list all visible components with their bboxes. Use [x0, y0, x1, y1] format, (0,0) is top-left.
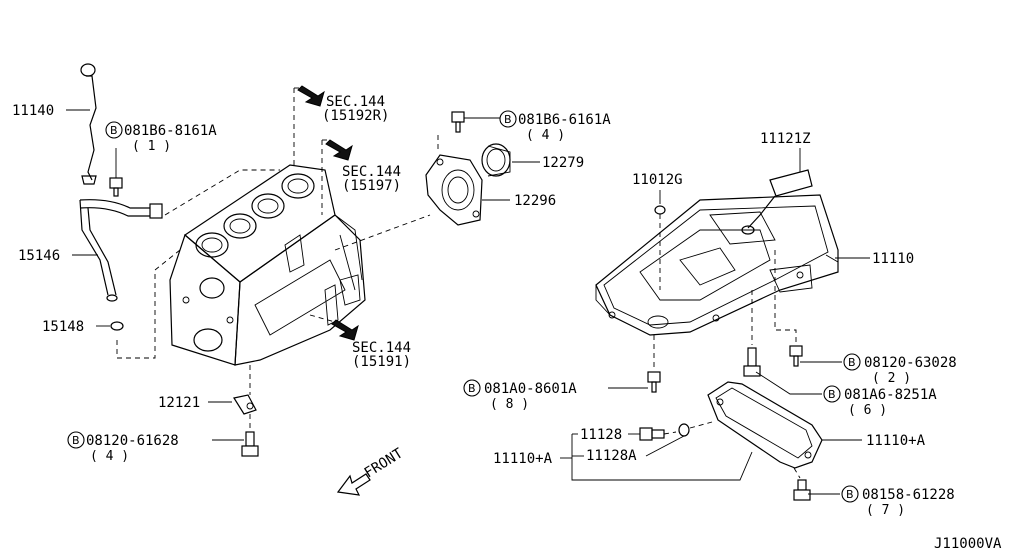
qty-7: ( 7 ): [866, 503, 905, 518]
qty-4b: ( 4 ): [90, 449, 129, 464]
label-sec144-b-ref: (15197): [342, 178, 401, 194]
qty-2: ( 2 ): [872, 371, 911, 386]
label-081B6-6161A: 081B6-6161A: [518, 112, 611, 128]
bolt-081B6-6161A[interactable]: [451, 111, 465, 133]
seal-retainer-12296[interactable]: [425, 154, 483, 226]
bolt-marker-icon: B: [843, 353, 861, 371]
bolt-marker-icon: B: [841, 485, 859, 503]
qty-4a: ( 4 ): [526, 128, 565, 143]
bolt-marker-icon: B: [105, 121, 123, 139]
label-08158-61228: 08158-61228: [862, 487, 955, 503]
label-sec144-a-ref: (15192R): [322, 108, 389, 124]
label-11110A-right: 11110+A: [866, 433, 926, 449]
svg-text:B: B: [504, 113, 512, 126]
label-11140: 11140: [12, 103, 54, 119]
bolt-marker-icon: B: [463, 379, 481, 397]
cylinder-block[interactable]: [169, 164, 366, 366]
svg-text:B: B: [828, 388, 836, 401]
dipstick-tube-15146[interactable]: [79, 199, 163, 302]
bolt-marker-icon: B: [823, 385, 841, 403]
label-front: FRONT: [362, 445, 407, 481]
svg-text:B: B: [846, 488, 854, 501]
svg-text:B: B: [848, 356, 856, 369]
washer-11128A[interactable]: [678, 423, 690, 437]
label-081A0-8601A: 081A0-8601A: [484, 381, 577, 397]
front-arrow-icon: [336, 473, 371, 496]
oil-seal-12279[interactable]: [481, 143, 511, 177]
drain-plug-11128[interactable]: [639, 427, 665, 441]
label-11110A-left: 11110+A: [493, 451, 553, 467]
oil-pan-upper-11110[interactable]: [595, 194, 839, 336]
bolt-08120-63028[interactable]: [789, 345, 803, 367]
bolt-marker-icon: B: [499, 110, 517, 128]
label-sec144-a[interactable]: SEC.144: [326, 94, 385, 110]
qty-8: ( 8 ): [490, 397, 529, 412]
arrow-icon: [331, 319, 359, 341]
label-12279: 12279: [542, 155, 584, 171]
label-11110: 11110: [872, 251, 914, 267]
qty-1: ( 1 ): [132, 139, 171, 154]
bolt-08120-61628[interactable]: [241, 431, 259, 457]
arrow-icon: [297, 85, 325, 107]
oil-strainer-11121Z[interactable]: [741, 169, 813, 235]
svg-text:B: B: [72, 434, 80, 447]
bolt-081A6-8251A[interactable]: [743, 347, 761, 377]
bolt-081B6-8161A[interactable]: [109, 177, 123, 197]
dipstick-11140[interactable]: [80, 63, 97, 185]
gasket-11012G[interactable]: [654, 205, 666, 215]
label-11012G: 11012G: [632, 172, 683, 188]
svg-text:B: B: [468, 382, 476, 395]
qty-6: ( 6 ): [848, 403, 887, 418]
label-sec144-b[interactable]: SEC.144: [342, 164, 401, 180]
label-11128: 11128: [580, 427, 622, 443]
label-081B6-8161A: 081B6-8161A: [124, 123, 217, 139]
label-08120-61628: 08120-61628: [86, 433, 179, 449]
label-12296: 12296: [514, 193, 556, 209]
arrow-icon: [325, 139, 353, 161]
diagram-id: J11000VA: [934, 536, 1002, 552]
oil-pan-lower-11110A[interactable]: [707, 381, 823, 469]
bolt-marker-icon: B: [67, 431, 85, 449]
label-12121: 12121: [158, 395, 200, 411]
bracket-12121[interactable]: [233, 394, 257, 415]
label-11128A: 11128A: [586, 448, 637, 464]
label-15148: 15148: [42, 319, 84, 335]
bolt-081A0-8601A[interactable]: [647, 371, 661, 393]
bolt-08158-61228[interactable]: [793, 479, 811, 501]
label-08120-63028: 08120-63028: [864, 355, 957, 371]
svg-text:B: B: [110, 124, 118, 137]
label-081A6-8251A: 081A6-8251A: [844, 387, 937, 403]
label-11121Z: 11121Z: [760, 131, 811, 147]
label-sec144-c-ref: (15191): [352, 354, 411, 370]
o-ring-15148[interactable]: [110, 321, 124, 331]
label-15146: 15146: [18, 248, 60, 264]
label-sec144-c[interactable]: SEC.144: [352, 340, 411, 356]
